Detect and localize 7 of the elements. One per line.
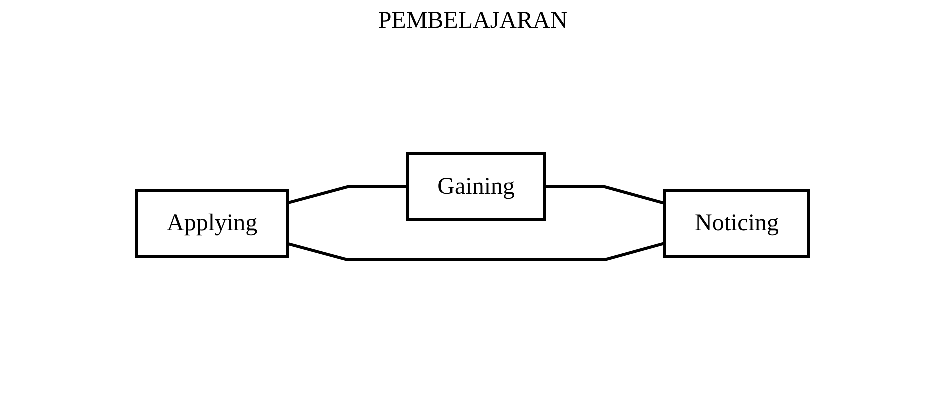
- connector: [545, 186, 666, 206]
- connector: [287, 242, 666, 262]
- node-box: Applying: [136, 189, 290, 258]
- node-box: Noticing: [664, 189, 810, 258]
- node-box: Gaining: [406, 152, 546, 222]
- center-label: PEMBELAJARAN: [378, 8, 568, 35]
- connector: [287, 186, 408, 205]
